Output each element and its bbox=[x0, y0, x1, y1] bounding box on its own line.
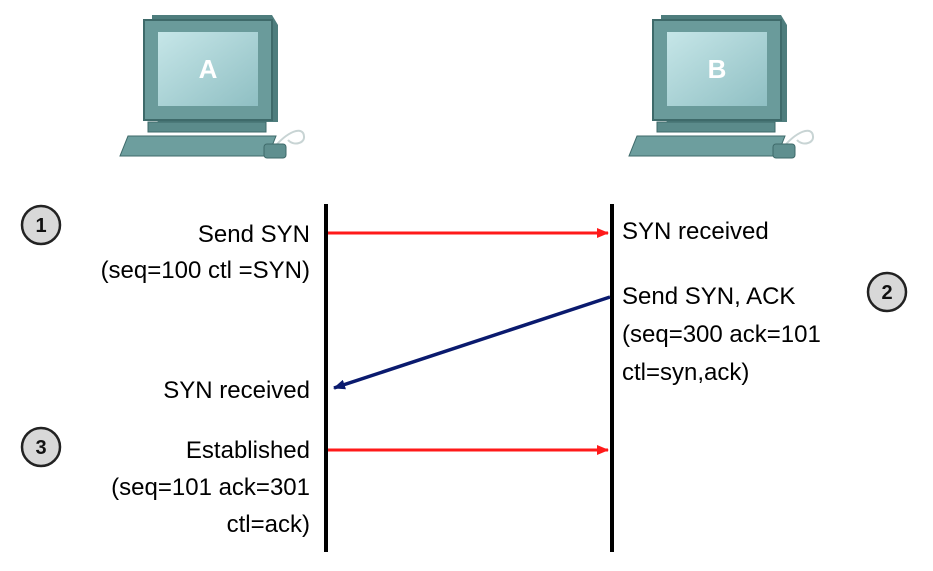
mouse-b-icon bbox=[772, 143, 796, 159]
label-established: Established bbox=[186, 437, 310, 464]
step-1-badge: 1 bbox=[20, 204, 62, 246]
label-send-syn-ack: Send SYN, ACK bbox=[622, 283, 795, 310]
syn-ack-arrow bbox=[333, 295, 611, 390]
step-2-badge: 2 bbox=[866, 271, 908, 313]
computer-a-icon: A bbox=[119, 15, 306, 159]
label-a-syn-received: SYN received bbox=[163, 377, 310, 404]
step-1-number: 1 bbox=[35, 215, 46, 237]
label-send-syn: Send SYN bbox=[198, 221, 310, 248]
label-established-detail-2: ctl=ack) bbox=[227, 511, 310, 538]
mouse-a-icon bbox=[263, 143, 287, 159]
step-2-number: 2 bbox=[881, 282, 892, 304]
base-b bbox=[656, 121, 776, 133]
label-b-syn-received: SYN received bbox=[622, 218, 769, 245]
label-send-syn-ack-detail-1: (seq=300 ack=101 bbox=[622, 321, 821, 348]
monitor-b-screen bbox=[667, 32, 767, 106]
computer-b-icon: B bbox=[628, 15, 815, 159]
label-established-detail-1: (seq=101 ack=301 bbox=[111, 474, 310, 501]
base-a bbox=[147, 121, 267, 133]
mouse-a-cable bbox=[271, 129, 306, 151]
monitor-a-screen bbox=[158, 32, 258, 106]
keyboard-a bbox=[119, 135, 277, 157]
host-b-label: B bbox=[708, 54, 727, 84]
step-3-badge: 3 bbox=[20, 426, 62, 468]
label-send-syn-detail: (seq=100 ctl =SYN) bbox=[101, 257, 310, 284]
label-send-syn-ack-detail-2: ctl=syn,ack) bbox=[622, 359, 749, 386]
step-3-number: 3 bbox=[35, 437, 46, 459]
host-a-label: A bbox=[199, 54, 218, 84]
keyboard-b bbox=[628, 135, 786, 157]
mouse-b-cable bbox=[780, 129, 815, 151]
